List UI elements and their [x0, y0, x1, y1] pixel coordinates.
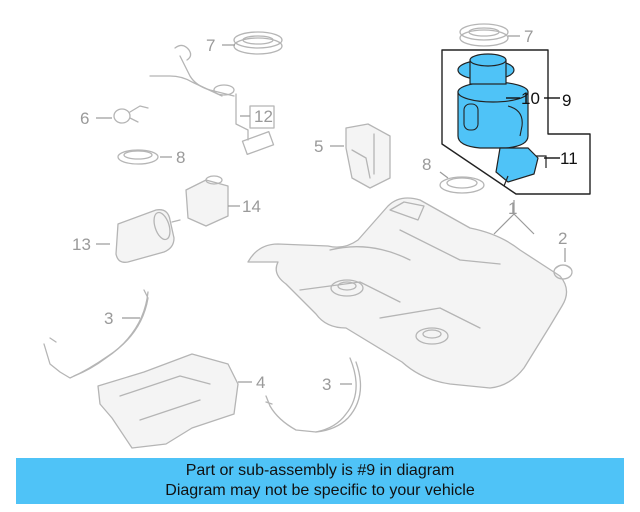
part-7-lock-ring-right: [459, 23, 509, 47]
callout-3-left: 3: [104, 309, 113, 328]
part-12-sender-unit: [149, 44, 275, 156]
part-7-lock-ring-left: [233, 31, 283, 55]
part-3-strap-right: [265, 357, 362, 433]
part-4-heat-shield: [97, 353, 239, 449]
callout-11: 11: [560, 149, 578, 168]
part-6-valve: [113, 105, 149, 124]
part-11-bracket[interactable]: [495, 147, 547, 187]
callout-13: 13: [72, 235, 91, 254]
part-10-fuel-pump[interactable]: [457, 53, 529, 149]
part-5-bracket: [345, 123, 391, 189]
callout-9: 9: [562, 91, 571, 110]
part-8-seal-right: [439, 176, 485, 194]
callout-5: 5: [314, 137, 323, 156]
callout-1: 1: [508, 199, 517, 218]
callout-2: 2: [558, 229, 567, 248]
parts-diagram: 7 7 12 6 8 5 8: [43, 23, 591, 449]
info-banner: Part or sub-assembly is #9 in diagram Di…: [16, 458, 624, 504]
callout-14: 14: [242, 197, 261, 216]
part-1-fuel-tank: [247, 197, 568, 389]
banner-line-2: Diagram may not be specific to your vehi…: [165, 482, 475, 499]
callout-7-right: 7: [524, 27, 533, 46]
callout-7-left: 7: [206, 36, 215, 55]
callout-10: 10: [521, 89, 540, 108]
callout-12: 12: [254, 107, 273, 126]
highlight-box-part-9: [441, 49, 591, 195]
callout-3-right: 3: [322, 375, 331, 394]
part-14-housing: [185, 175, 229, 227]
callout-8-right: 8: [422, 155, 431, 174]
part-8-seal-left: [117, 149, 159, 165]
callout-6: 6: [80, 109, 89, 128]
callout-8-left: 8: [176, 148, 185, 167]
callout-4: 4: [256, 373, 265, 392]
part-2-cap: [553, 264, 573, 280]
part-3-strap-left: [43, 289, 149, 379]
part-13-fuel-filter: [115, 209, 181, 263]
banner-line-1: Part or sub-assembly is #9 in diagram: [185, 462, 455, 479]
